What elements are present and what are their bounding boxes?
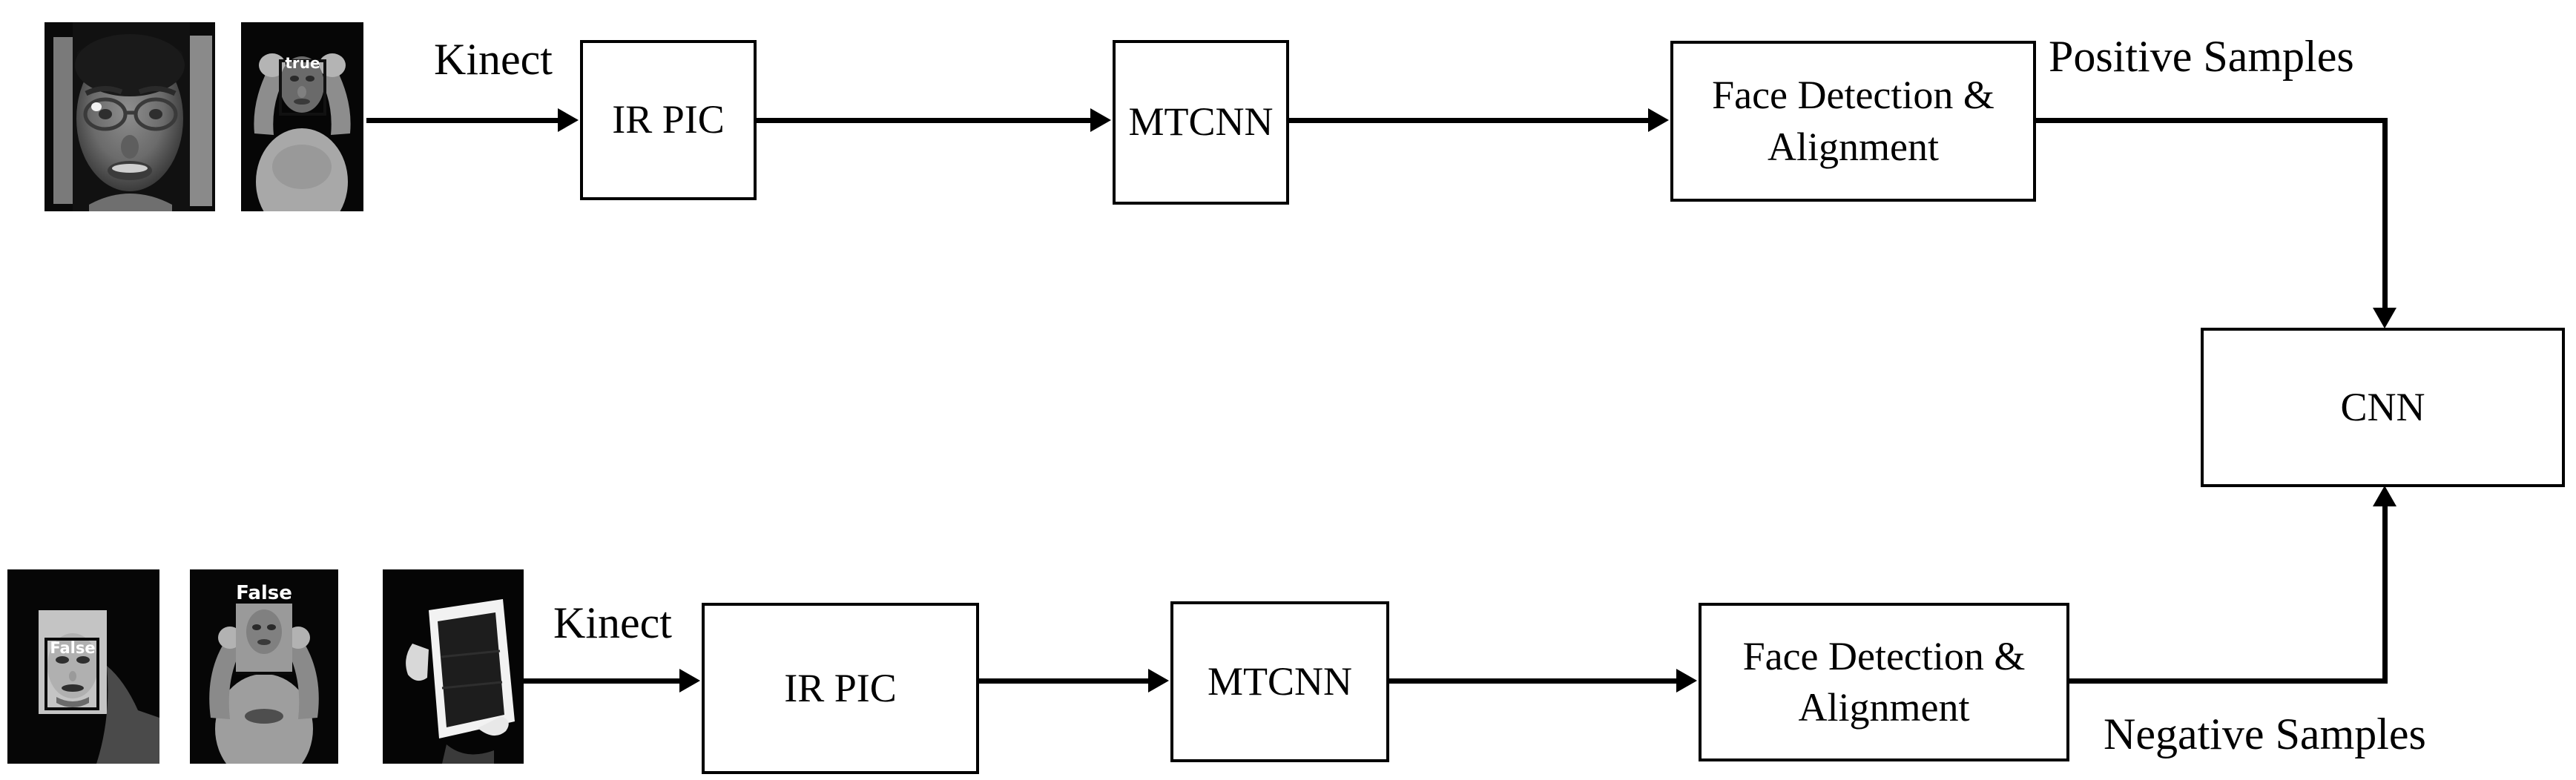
top-stage-facedet-label-line2: Alignment — [1768, 124, 1939, 169]
bottom-arrow-irpic-to-mtcnn-head — [1148, 669, 1169, 693]
svg-text:true: true — [285, 54, 320, 72]
top-arrow-irpic-to-mtcnn-head — [1090, 108, 1111, 132]
bottom-arrow-mtcnn-to-facedet-line — [1389, 678, 1676, 684]
top-arrow-capture-to-irpic-head — [558, 108, 579, 132]
bottom-stage-face-detection-alignment[interactable]: Face Detection & Alignment — [1699, 603, 2069, 761]
negative-samples-connector-arrowhead — [2373, 486, 2397, 506]
negative-samples-connector-horizontal — [2069, 678, 2388, 684]
bottom-capture-label: Kinect — [553, 598, 672, 647]
classifier-cnn[interactable]: CNN — [2201, 328, 2565, 487]
top-arrow-capture-to-irpic-line — [366, 118, 558, 123]
thumbnail-ir-person-true: true — [241, 22, 363, 211]
bottom-stage-mtcnn-label: MTCNN — [1207, 658, 1352, 704]
top-stage-facedet-label-line1: Face Detection & — [1712, 73, 1994, 118]
top-capture-label: Kinect — [434, 35, 553, 84]
positive-samples-connector-vertical — [2382, 118, 2388, 309]
negative-samples-label: Negative Samples — [2104, 710, 2426, 758]
bottom-stage-facedet-label-line1: Face Detection & — [1742, 633, 2026, 678]
thumbnail-ir-tablet-screen-attack — [383, 569, 524, 764]
thumbnail-ir-face-closeup — [45, 22, 215, 211]
top-arrow-mtcnn-to-facedet-line — [1289, 118, 1648, 123]
top-stage-face-detection-alignment[interactable]: Face Detection & Alignment — [1670, 41, 2036, 202]
thumbnail-ir-photo-print-false: False — [7, 569, 159, 764]
negative-samples-connector-vertical — [2382, 506, 2388, 681]
bottom-arrow-irpic-to-mtcnn-line — [979, 678, 1148, 684]
thumbnail-ir-person-holding-photo-false: False — [190, 569, 338, 764]
classifier-cnn-label: CNN — [2340, 384, 2425, 429]
top-stage-mtcnn[interactable]: MTCNN — [1113, 40, 1289, 205]
top-stage-mtcnn-label: MTCNN — [1128, 99, 1274, 145]
svg-text:False: False — [50, 639, 95, 657]
bottom-stage-ir-pic-label: IR PIC — [784, 665, 897, 710]
top-stage-ir-pic[interactable]: IR PIC — [580, 40, 757, 200]
top-stage-ir-pic-label: IR PIC — [612, 97, 725, 142]
positive-samples-label: Positive Samples — [2049, 32, 2354, 81]
top-arrow-mtcnn-to-facedet-head — [1648, 108, 1669, 132]
positive-samples-connector-arrowhead — [2373, 308, 2397, 328]
top-arrow-irpic-to-mtcnn-line — [757, 118, 1090, 123]
positive-samples-connector-horizontal — [2036, 118, 2388, 123]
bottom-stage-mtcnn[interactable]: MTCNN — [1170, 601, 1389, 762]
bottom-stage-ir-pic[interactable]: IR PIC — [702, 603, 979, 774]
bottom-arrow-capture-to-irpic-head — [679, 669, 700, 693]
bottom-stage-facedet-label-line2: Alignment — [1798, 685, 1970, 730]
bottom-arrow-mtcnn-to-facedet-head — [1676, 669, 1697, 693]
bottom-arrow-capture-to-irpic-line — [524, 678, 679, 684]
svg-text:False: False — [236, 582, 292, 604]
